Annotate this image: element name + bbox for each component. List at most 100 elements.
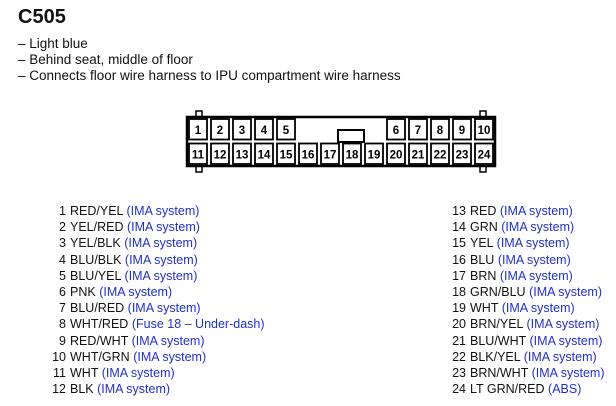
wire-color: WHT/GRN bbox=[70, 349, 130, 364]
connector-notes: – Light blue – Behind seat, middle of fl… bbox=[18, 36, 401, 84]
pin-number: 10 bbox=[52, 349, 66, 364]
terminal-number: 22 bbox=[434, 149, 447, 161]
connector-title: C505 bbox=[18, 6, 66, 28]
terminal-number: 10 bbox=[478, 125, 491, 137]
pin-number: 13 bbox=[452, 204, 466, 218]
terminal-cavity bbox=[320, 142, 340, 165]
pin-number: 22 bbox=[452, 349, 466, 364]
circuit-system: (IMA system) bbox=[496, 236, 570, 251]
circuit-system: (IMA system) bbox=[501, 220, 575, 235]
circuit-system: (IMA system) bbox=[501, 301, 575, 316]
terminal-cavity bbox=[298, 142, 318, 165]
pin-number: 2 bbox=[59, 220, 66, 235]
pin-number: 8 bbox=[59, 317, 66, 332]
terminal-cavity bbox=[386, 142, 406, 165]
circuit-system: (ABS) bbox=[548, 382, 582, 397]
wire-color: BLK bbox=[70, 382, 94, 397]
circuit-system: (IMA system) bbox=[124, 236, 198, 251]
wire-color: BLU bbox=[470, 252, 495, 267]
pin-number: 17 bbox=[452, 268, 466, 283]
terminal-number: 23 bbox=[456, 149, 469, 161]
pin-number: 24 bbox=[452, 382, 466, 397]
wire-color: RED/WHT bbox=[70, 333, 129, 348]
terminal-number: 4 bbox=[261, 125, 268, 137]
wire-color: WHT/RED bbox=[70, 317, 129, 332]
pin-number: 1 bbox=[59, 204, 66, 218]
circuit-system: (IMA system) bbox=[531, 366, 605, 381]
terminal-number: 2 bbox=[217, 125, 223, 137]
pin-number: 19 bbox=[452, 301, 466, 316]
circuit-system: (IMA system) bbox=[499, 204, 573, 218]
terminal-number: 24 bbox=[478, 149, 491, 161]
pin-number: 20 bbox=[452, 317, 466, 332]
wire-color: YEL/RED bbox=[70, 220, 124, 235]
wire-color: BRN/WHT bbox=[470, 366, 529, 381]
wire-color: YEL bbox=[470, 236, 494, 251]
terminal-cavity bbox=[232, 142, 252, 165]
circuit-system: (IMA system) bbox=[126, 220, 200, 235]
note-color: – Light blue bbox=[18, 36, 88, 51]
pin-entry: 20 BRN/YEL (IMA system) bbox=[440, 316, 605, 332]
pin-entry: 15 YEL (IMA system) bbox=[440, 235, 605, 251]
wire-color: BRN/YEL bbox=[470, 317, 524, 332]
note-location: – Behind seat, middle of floor bbox=[18, 52, 193, 67]
terminal-cavity bbox=[364, 142, 384, 165]
wire-color: WHT bbox=[470, 301, 499, 316]
pin-number: 23 bbox=[452, 366, 466, 381]
terminal-cavity bbox=[188, 142, 208, 165]
terminal-number: 3 bbox=[239, 125, 245, 137]
pin-entry: 16 BLU (IMA system) bbox=[440, 252, 605, 268]
pin-number: 4 bbox=[59, 252, 66, 267]
terminal-number: 1 bbox=[195, 125, 202, 137]
circuit-system: (IMA system) bbox=[526, 317, 600, 332]
terminal-number: 20 bbox=[390, 149, 403, 161]
pin-number: 21 bbox=[452, 333, 466, 348]
wire-color: BRN bbox=[470, 268, 497, 283]
circuit-system: (IMA system) bbox=[523, 349, 597, 364]
circuit-system: (IMA system) bbox=[124, 268, 198, 283]
pin-entry: 24 LT GRN/RED (ABS) bbox=[440, 381, 605, 397]
pin-entry: 13 RED (IMA system) bbox=[440, 203, 605, 219]
terminal-number: 19 bbox=[368, 149, 381, 161]
circuit-system: (IMA system) bbox=[497, 252, 571, 267]
wire-color: LT GRN/RED bbox=[470, 382, 545, 397]
pin-number: 7 bbox=[59, 301, 66, 316]
terminal-number: 18 bbox=[346, 149, 359, 161]
pin-entry: 19 WHT (IMA system) bbox=[440, 300, 605, 316]
terminal-cavity bbox=[232, 118, 252, 141]
pin-number: 15 bbox=[452, 236, 466, 251]
terminal-cavity bbox=[210, 142, 230, 165]
wire-color: RED bbox=[470, 204, 497, 218]
circuit-system: (IMA system) bbox=[529, 285, 602, 300]
wire-color: PNK bbox=[70, 285, 96, 300]
terminal-number: 11 bbox=[192, 149, 205, 161]
circuit-system: (IMA system) bbox=[126, 204, 200, 218]
terminal-number: 12 bbox=[214, 149, 227, 161]
terminal-cavity bbox=[386, 118, 406, 141]
terminal-number: 6 bbox=[393, 125, 399, 137]
pin-number: 14 bbox=[452, 220, 466, 235]
circuit-system: (Fuse 18 – Under-dash) bbox=[131, 317, 265, 332]
circuit-system: (IMA system) bbox=[101, 366, 175, 381]
pin-number: 12 bbox=[52, 382, 66, 397]
terminal-cavity bbox=[188, 118, 208, 141]
wire-color: BLK/YEL bbox=[470, 349, 521, 364]
note-purpose: – Connects floor wire harness to IPU com… bbox=[18, 68, 401, 83]
terminal-cavity bbox=[276, 142, 296, 165]
terminal-cavity bbox=[276, 118, 296, 141]
pin-number: 16 bbox=[452, 252, 466, 267]
connector-key bbox=[337, 129, 365, 143]
wire-color: YEL/BLK bbox=[70, 236, 121, 251]
